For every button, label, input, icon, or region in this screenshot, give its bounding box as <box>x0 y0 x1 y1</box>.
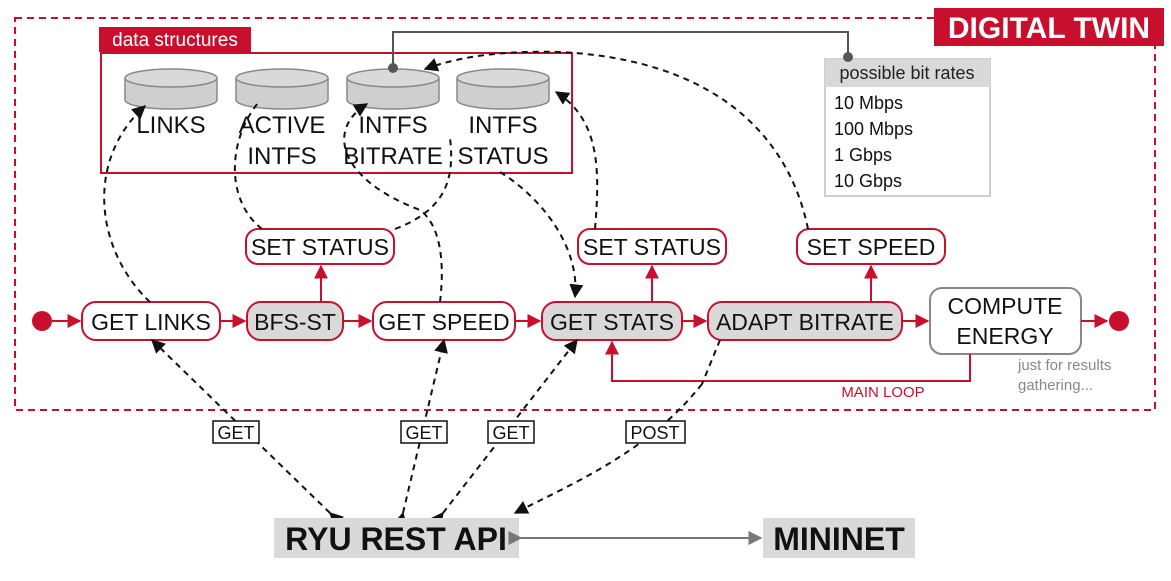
bfs-st-label: BFS-ST <box>254 309 336 335</box>
ryu-rest-api-label: RYU REST API <box>285 521 507 557</box>
mininet-box <box>763 518 915 558</box>
ds-label-bitrate: BITRATE <box>343 143 443 170</box>
data-structures-title-bg <box>99 27 251 52</box>
post-source-line <box>701 339 721 385</box>
digital-twin-title: DIGITAL TWIN <box>948 12 1150 45</box>
bitrate-item: 1 Gbps <box>834 145 892 165</box>
digital-twin-frame <box>14 17 1156 411</box>
main-loop-label: MAIN LOOP <box>841 384 924 401</box>
set-status-2-label: SET STATUS <box>583 234 721 260</box>
set-speed-box <box>796 228 946 265</box>
bitrate-item: 100 Mbps <box>834 119 913 139</box>
data-structures-title: data structures <box>112 30 238 51</box>
db-cylinder-intfs-bitrate <box>346 68 440 110</box>
start-node <box>32 311 52 331</box>
mininet-label: MININET <box>773 521 905 557</box>
set-status-1-label: SET STATUS <box>251 234 389 260</box>
connector-dot <box>843 52 853 62</box>
compute-energy-label-2: ENERGY <box>956 323 1053 349</box>
ryu-rest-api-box <box>274 518 519 558</box>
note-line-1: just for results <box>1017 357 1111 374</box>
ds-label-intfs-1: INTFS <box>247 143 316 170</box>
http-post-tag <box>625 420 686 444</box>
db-cylinder-active-intfs <box>235 68 329 110</box>
ds-label-intfs-2: INTFS <box>358 112 427 139</box>
bitrates-title-bg <box>825 59 990 87</box>
set-status-1-box <box>245 228 395 265</box>
http-get-label: GET <box>217 423 254 443</box>
http-get-tag <box>212 420 260 444</box>
get-stats-label: GET STATS <box>550 309 674 335</box>
connector-dot <box>388 63 398 73</box>
bitrate-item: 10 Mbps <box>834 93 903 113</box>
set-status-2-box <box>577 228 727 265</box>
get-speed-label: GET SPEED <box>378 309 509 335</box>
ds-label-intfs-3: INTFS <box>468 112 537 139</box>
http-get-tag <box>487 420 535 444</box>
get-links-label: GET LINKS <box>91 309 211 335</box>
adapt-bitrate-label: ADAPT BITRATE <box>716 309 894 335</box>
digital-twin-title-bg <box>934 8 1164 46</box>
bitrate-item: 10 Gbps <box>834 171 902 191</box>
db-cylinder-intfs-status <box>456 68 550 110</box>
pipeline-arrows <box>52 264 1109 382</box>
bitrates-connector <box>392 31 849 68</box>
data-access-arrows <box>103 50 809 303</box>
set-speed-label: SET SPEED <box>807 234 936 260</box>
compute-energy-label-1: COMPUTE <box>948 293 1063 319</box>
end-node <box>1109 311 1129 331</box>
http-get-label: GET <box>492 423 529 443</box>
note-line-2: gathering... <box>1018 377 1093 394</box>
data-structures-box <box>100 52 573 174</box>
ds-label-links: LINKS <box>136 112 205 139</box>
ds-label-active: ACTIVE <box>239 112 326 139</box>
http-get-label: GET <box>405 423 442 443</box>
db-cylinder-links <box>124 68 218 110</box>
bitrates-title: possible bit rates <box>839 63 974 83</box>
http-post-label: POST <box>630 423 679 443</box>
http-get-tag <box>400 420 448 444</box>
ds-label-status: STATUS <box>457 143 548 170</box>
